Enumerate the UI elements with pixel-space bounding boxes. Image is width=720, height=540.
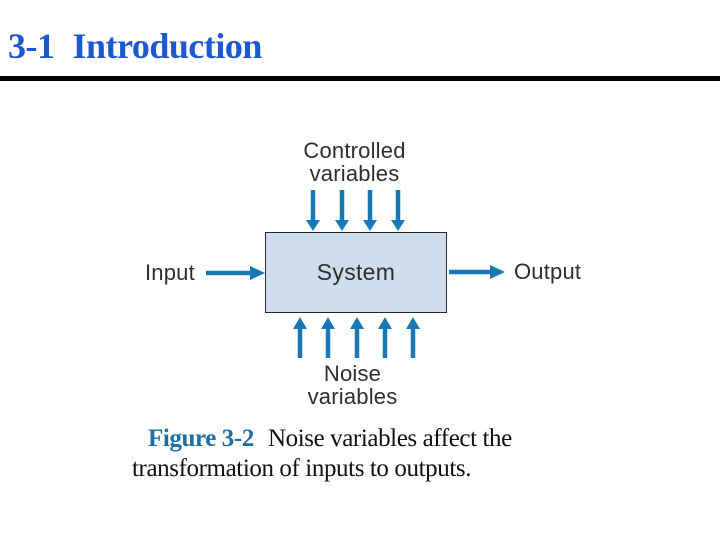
controlled-arrow-1 [306, 190, 320, 231]
noise-variables-line2: variables [307, 384, 398, 409]
noise-arrow-5 [406, 317, 420, 358]
noise-arrow-1 [293, 317, 307, 358]
controlled-arrow-4 [391, 190, 405, 231]
noise-variables-line1: Noise [323, 361, 382, 386]
controlled-variables-line2: variables [309, 161, 400, 186]
page-title: 3-1 Introduction [8, 28, 262, 64]
figure-caption: Figure 3-2 Noise variables affect the tra… [132, 424, 592, 484]
page-title-number: 3-1 [8, 26, 55, 66]
controlled-variables-label: Controlled variables [272, 139, 437, 185]
noise-arrow-4 [378, 317, 392, 358]
input-label: Input [145, 260, 195, 285]
controlled-arrow-3 [363, 190, 377, 231]
controlled-variables-line1: Controlled [303, 138, 406, 163]
noise-arrow-3 [350, 317, 364, 358]
page-title-text: Introduction [72, 26, 263, 66]
figure-caption-line1: Figure 3-2 Noise variables affect the [132, 424, 592, 454]
output-arrow [449, 265, 505, 279]
system-box: System [265, 232, 447, 313]
noise-arrow-2 [321, 317, 335, 358]
noise-variables-label: Noise variables [270, 362, 435, 408]
figure-caption-line2: transformation of inputs to outputs. [132, 455, 472, 482]
system-box-label: System [316, 259, 396, 285]
controlled-arrow-2 [335, 190, 349, 231]
figure-caption-number: Figure 3-2 [148, 425, 254, 452]
output-label: Output [514, 259, 582, 284]
figure-caption-text: Noise variables affect the [267, 425, 512, 452]
input-arrow [206, 266, 265, 280]
title-underline [0, 76, 720, 81]
